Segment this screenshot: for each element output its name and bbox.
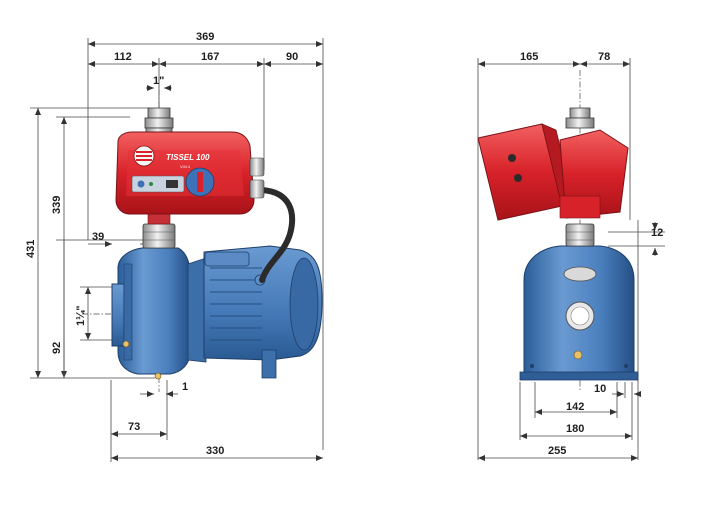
cooling-fins	[210, 267, 262, 341]
side-pump-body	[519, 245, 639, 381]
dim-center-to-right: 78	[598, 51, 610, 63]
outlet-coupling-lower	[142, 211, 176, 249]
dim-total-height: 431	[25, 240, 37, 258]
dim-inlet-offset: 39	[92, 231, 104, 243]
dim-cable-to-edge: 90	[286, 51, 298, 63]
controller-brand-label: TISSEL 100	[166, 153, 210, 162]
controller-model-label: V.M.4	[180, 164, 191, 169]
power-cable	[259, 187, 296, 283]
side-dimension-lines	[478, 61, 658, 461]
dim-base-width: 180	[566, 423, 584, 435]
dim-foot-offset: 1	[182, 381, 188, 393]
dim-foot-height: 12	[651, 227, 663, 239]
dim-front-to-inlet: 73	[128, 421, 140, 433]
side-outlet-fitting-top	[565, 107, 595, 129]
dim-base-length: 330	[206, 445, 224, 457]
front-view: TISSEL 100 V.M.4 369 112 167 90 1" 431 3…	[25, 31, 324, 462]
dim-inlet-size: 1¼"	[75, 305, 87, 326]
side-coupling-lower	[565, 223, 595, 247]
dim-outlet-size: 1"	[153, 75, 164, 87]
dim-foot-width: 10	[594, 383, 606, 395]
dim-side-overall-width: 255	[548, 445, 566, 457]
pressure-controller: TISSEL 100 V.M.4	[115, 131, 265, 215]
dim-left-to-center: 165	[520, 51, 538, 63]
side-view: 165 78 12 10 142 180 255	[477, 51, 665, 461]
dim-controller-height: 339	[51, 196, 63, 214]
dim-hole-spacing: 142	[566, 401, 584, 413]
side-extension-lines	[477, 58, 665, 460]
extension-lines	[30, 38, 324, 462]
pump-body	[111, 245, 323, 380]
dim-overall-width: 369	[196, 31, 214, 43]
dim-base-to-inlet: 92	[51, 342, 63, 354]
side-controller	[477, 123, 629, 221]
dim-left-to-outlet: 112	[114, 51, 132, 63]
dim-outlet-to-cable: 167	[201, 51, 219, 63]
